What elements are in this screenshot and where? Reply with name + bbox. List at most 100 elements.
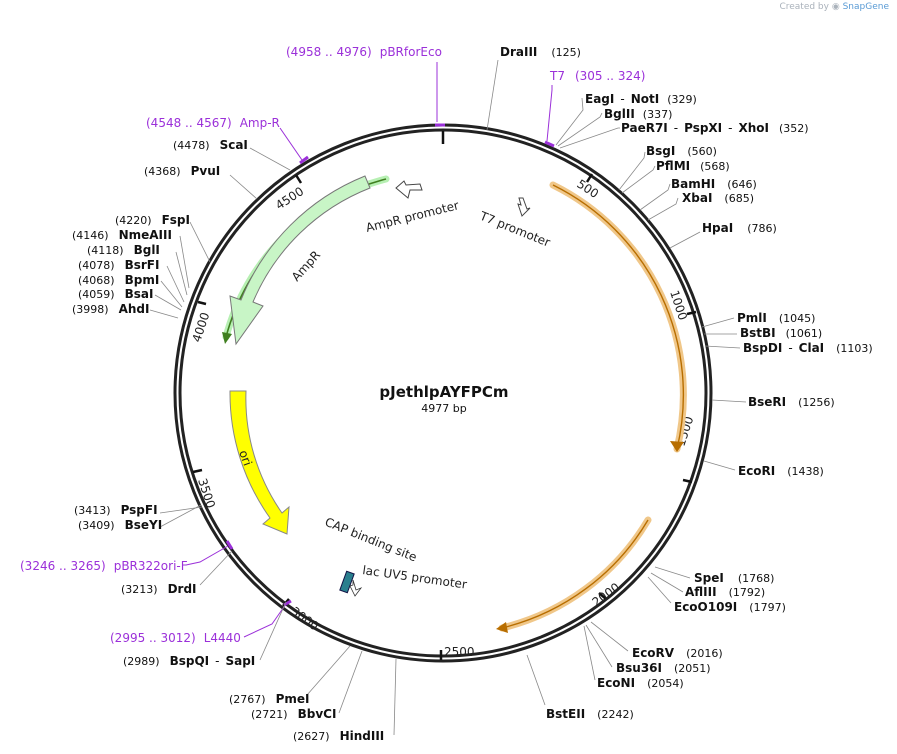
primer-name: pBR322ori-F <box>114 559 188 573</box>
site-name: EcoO109I <box>674 600 737 614</box>
site-position: (4146) <box>72 229 109 242</box>
site-position: (2627) <box>293 730 330 743</box>
site-position: (568) <box>700 160 730 173</box>
tick-2500: 2500 <box>439 645 475 660</box>
site-position: (3998) <box>72 303 109 316</box>
snapgene-credit: Created by ◉ SnapGene <box>779 2 889 12</box>
site-position: (125) <box>551 46 581 59</box>
svg-text:(4958 .. 4976)pBRforEco: (4958 .. 4976)pBRforEco <box>286 45 442 59</box>
ampr-promoter-arrow <box>395 180 423 199</box>
primer-amp-r: (4548 .. 4567)Amp-R <box>146 116 309 165</box>
site-position: (3409) <box>78 519 115 532</box>
site-position: (4368) <box>144 165 181 178</box>
site-name: EcoNI <box>597 676 635 690</box>
site-name: BspDI <box>743 341 782 355</box>
site-label-bbvci: (2721)BbvCI <box>251 707 336 721</box>
site-leader-lines <box>149 59 747 736</box>
site-name: NmeAIII <box>119 228 172 242</box>
site-label-spei: SpeI(1768) <box>694 571 774 585</box>
site-name: PvuI <box>191 164 221 178</box>
site-position: (2989) <box>123 655 160 668</box>
site-label-afliii: AflIII(1792) <box>685 585 765 599</box>
site-name: PmeI <box>276 692 310 706</box>
site-name: PspFI <box>121 503 158 517</box>
site-name: BsaI <box>125 287 154 301</box>
site-name: BstEII <box>546 707 585 721</box>
site-label-bsai: (4059) BsaI <box>78 287 153 301</box>
site-position: (4078) <box>78 259 115 272</box>
site-label-pmli: PmlI(1045) <box>737 311 815 325</box>
primer-name: T7 <box>549 69 565 83</box>
site-label-bsrfi: (4078) BsrFI <box>78 258 159 272</box>
snapgene-logo-icon: ◉ <box>831 2 840 12</box>
site-name: EcoRV <box>632 646 675 660</box>
site-position: (786) <box>747 222 777 235</box>
site-position: (3413) <box>74 504 111 517</box>
ampr-feature-arrow <box>229 175 371 346</box>
site-position: (4478) <box>173 139 210 152</box>
site-label-pvui: (4368) PvuI <box>144 164 220 178</box>
site-separator: - <box>788 341 792 355</box>
site-position: (2054) <box>647 677 684 690</box>
primer-pbr322ori-f: (3246 .. 3265)pBR322ori-F <box>20 540 234 573</box>
svg-text:T7(305 .. 324): T7(305 .. 324) <box>549 69 645 83</box>
site-position: (352) <box>779 122 809 135</box>
site-position: (2051) <box>674 662 711 675</box>
primer-name: L4440 <box>204 631 241 645</box>
site-name: PaeR7I <box>621 121 668 135</box>
site-label-pspfi: (3413) PspFI <box>74 503 158 517</box>
site-label-bsteii: BstEII (2242) <box>546 707 634 721</box>
site-position: (337) <box>643 108 673 121</box>
site-position: (1103) <box>836 342 873 355</box>
site-separator: - <box>620 92 624 106</box>
site-label-nmeaiii: (4146) NmeAIII <box>72 228 172 242</box>
site-name: DraIII <box>500 45 537 59</box>
site-label-eagi-noti: EagI-NotI(329) <box>585 92 697 106</box>
site-label-bsu36i: Bsu36I(2051) <box>616 661 711 675</box>
site-separator: - <box>728 121 732 135</box>
site-position: (4118) <box>87 244 124 257</box>
site-position: (4059) <box>78 288 115 301</box>
orange-feature-arc-2 <box>498 516 652 632</box>
primer-pbrforeco: (4958 .. 4976)pBRforEco <box>286 45 445 127</box>
site-label-bgli: (4118)BglI <box>87 243 160 257</box>
site-position: (560) <box>687 145 717 158</box>
site-position: (685) <box>724 192 754 205</box>
site-name: ScaI <box>220 138 248 152</box>
site-name: BspQI <box>170 654 210 668</box>
site-label-bseri: BseRI(1256) <box>748 395 835 409</box>
site-name: EagI <box>585 92 614 106</box>
site-label-xbai: XbaI(685) <box>682 191 754 205</box>
site-position: (1061) <box>786 327 823 340</box>
orange-feature-arc <box>549 181 687 453</box>
feature-label-lac-uv5-promoter: lac UV5 promoter <box>362 563 468 592</box>
site-label-bamhi: BamHI(646) <box>671 177 757 191</box>
t7-promoter-arrow <box>517 197 531 217</box>
site-name: AhdI <box>119 302 150 316</box>
site-name: PmlI <box>737 311 767 325</box>
site-name: BsrFI <box>125 258 160 272</box>
site-name: DrdI <box>168 582 197 596</box>
site-name: BamHI <box>671 177 715 191</box>
site-label-ahdi: (3998) AhdI <box>72 302 149 316</box>
site-label-hindiii: (2627)HindIII <box>293 729 384 743</box>
site-label-econi: EcoNI (2054) <box>597 676 684 690</box>
site-name: ClaI <box>799 341 824 355</box>
tick-3500: 3500 <box>192 468 218 510</box>
site-label-bseyi: (3409)BseYI <box>78 518 162 532</box>
primer-name: pBRforEco <box>380 45 442 59</box>
site-label-draiii: DraIII (125) <box>500 45 581 59</box>
svg-text:(2995 .. 3012)L4440: (2995 .. 3012)L4440 <box>110 631 241 645</box>
green-feature-arrowhead <box>222 332 232 344</box>
site-position: (1256) <box>798 396 835 409</box>
site-position: (2242) <box>597 708 634 721</box>
site-label-scai: (4478) ScaI <box>173 138 248 152</box>
site-position: (2721) <box>251 708 288 721</box>
site-label-pmei: (2767)PmeI <box>229 692 309 706</box>
site-label-ecorv: EcoRV(2016) <box>632 646 723 660</box>
primer-range: (4548 .. 4567) <box>146 116 232 130</box>
site-position: (4220) <box>115 214 152 227</box>
site-separator: - <box>674 121 678 135</box>
site-position: (3213) <box>121 583 158 596</box>
